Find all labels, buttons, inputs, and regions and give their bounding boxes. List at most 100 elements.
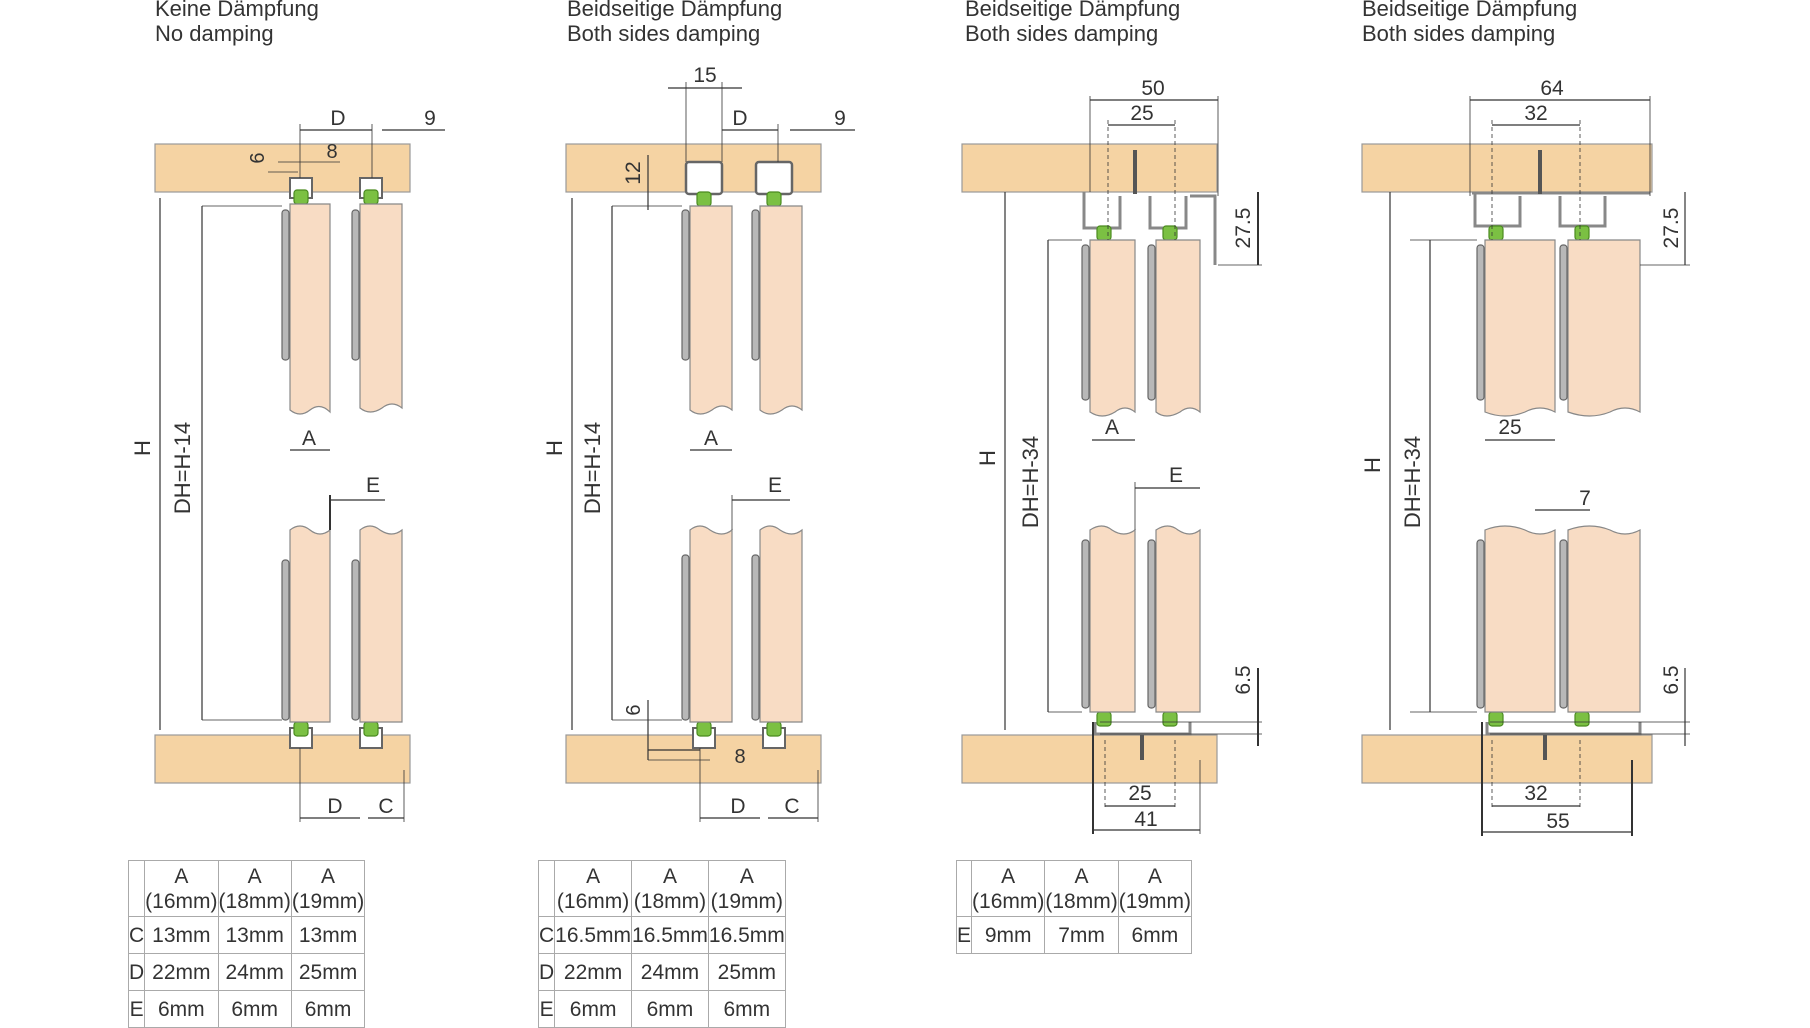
dim-dh: DH=H-14 [580, 422, 605, 514]
side-profile [351, 209, 360, 361]
dim-6-5: 6.5 [1660, 665, 1683, 694]
table-cell: 24mm [631, 953, 709, 991]
top-board [961, 143, 1218, 193]
table-header: A(18mm) [1044, 860, 1119, 917]
table-row: E 6mm 6mm 6mm [537, 990, 786, 1028]
side-profile [751, 209, 760, 361]
side-profile [1081, 244, 1090, 401]
table-cell: 7mm [1044, 916, 1119, 954]
table-row: C 16.5mm 16.5mm 16.5mm [537, 916, 786, 954]
heading-english: No damping [155, 21, 274, 46]
heading-german: Keine Dämpfung [155, 0, 319, 21]
dim-6-5: 6.5 [1232, 665, 1255, 694]
dim-dh: DH=H-34 [1018, 436, 1043, 528]
roller [1574, 711, 1590, 727]
table-cell: 16.5mm [554, 916, 633, 954]
row-label: C [127, 916, 146, 954]
dim-h: H [1360, 457, 1385, 473]
side-profile [351, 559, 360, 721]
dim-e: E [366, 474, 380, 497]
table-header: A(16mm) [144, 860, 219, 917]
roller [1488, 225, 1504, 241]
door-right-lower [359, 525, 403, 723]
table-header: A(16mm) [971, 860, 1046, 917]
dim-41: 41 [1134, 808, 1157, 831]
dim-8: 8 [326, 141, 337, 163]
dim-e: E [768, 474, 782, 497]
roller [1574, 225, 1590, 241]
dim-7: 7 [1579, 487, 1591, 510]
side-profile [1559, 244, 1568, 401]
diagram-both-sides-damping-3: 64 32 27.5 H DH=H-34 25 7 6.5 32 55 [1360, 77, 1690, 836]
door-right-upper [1567, 239, 1641, 417]
table-cell: 6mm [217, 990, 292, 1028]
top-board [1361, 143, 1653, 193]
dim-a: A [302, 427, 316, 450]
bottom-board [961, 734, 1218, 784]
door-right-lower [759, 525, 803, 723]
dim-h: H [130, 440, 155, 456]
table-header: A(18mm) [217, 860, 292, 917]
dim-8: 8 [734, 746, 745, 768]
row-label: D [127, 953, 146, 991]
side-profile [751, 554, 760, 721]
door-right-lower [1567, 525, 1641, 713]
dim-d-top: D [330, 107, 345, 130]
table-cell: 22mm [554, 953, 633, 991]
dim-6: 6 [247, 152, 269, 163]
table-row: D 22mm 24mm 25mm [127, 953, 366, 991]
dim-h: H [542, 440, 567, 456]
bottom-board [1361, 734, 1653, 784]
side-profile [1147, 244, 1156, 401]
dim-50: 50 [1141, 77, 1164, 100]
bottom-track [1485, 722, 1642, 736]
panel-heading: Beidseitige Dämpfung Both sides damping [567, 0, 782, 46]
dim-27-5: 27.5 [1232, 208, 1255, 249]
dim-6: 6 [623, 704, 645, 715]
table-cell: 22mm [144, 953, 219, 991]
table-header: A(19mm) [1117, 860, 1193, 917]
dim-c: C [378, 795, 393, 818]
door-right-lower [1155, 525, 1201, 713]
table-corner [955, 860, 973, 917]
heading-english: Both sides damping [965, 21, 1159, 46]
table-header: A(16mm) [554, 860, 633, 917]
table-cell: 6mm [290, 990, 366, 1028]
door-right-upper [359, 203, 403, 413]
dim-c: C [784, 795, 799, 818]
spec-table-both-sides-damping-2: A(16mm) A(18mm) A(19mm) E 9mm 7mm 6mm [955, 860, 1193, 954]
table-header: A(19mm) [707, 860, 786, 917]
panel-heading: Beidseitige Dämpfung Both sides damping [965, 0, 1180, 46]
dim-e: E [1169, 464, 1183, 487]
dim-d-bottom: D [730, 795, 745, 818]
dim-55: 55 [1546, 810, 1569, 833]
table-cell: 24mm [217, 953, 292, 991]
spec-table-no-damping: A(16mm) A(18mm) A(19mm) C 13mm 13mm 13mm… [127, 860, 366, 1028]
table-cell: 25mm [707, 953, 786, 991]
top-track [1473, 192, 1607, 228]
table-cell: 13mm [290, 916, 366, 954]
table-cell: 13mm [217, 916, 292, 954]
dim-12: 12 [622, 161, 645, 184]
side-profile [281, 209, 290, 361]
heading-english: Both sides damping [1362, 21, 1556, 46]
row-label: D [537, 953, 556, 991]
side-profile [1476, 244, 1485, 401]
dim-64: 64 [1540, 77, 1564, 100]
side-profile [1476, 539, 1485, 709]
diagram-both-sides-damping-1: 15 D 9 12 H DH=H-14 A E 6 8 D C [542, 64, 855, 822]
spec-table-both-sides-damping-1: A(16mm) A(18mm) A(19mm) C 16.5mm 16.5mm … [537, 860, 786, 1028]
dim-32-top: 32 [1524, 102, 1547, 125]
dim-dh: DH=H-14 [170, 422, 195, 514]
door-left-lower [1089, 525, 1136, 713]
side-profile [681, 554, 690, 721]
heading-german: Beidseitige Dämpfung [965, 0, 1181, 21]
panel-heading: Keine Dämpfung No damping [155, 0, 319, 46]
table-cell: 16.5mm [631, 916, 709, 954]
dim-9: 9 [424, 107, 436, 130]
dim-h: H [975, 450, 1000, 466]
side-profile [1081, 539, 1090, 709]
table-row: E 6mm 6mm 6mm [127, 990, 366, 1028]
dim-25: 25 [1498, 416, 1521, 439]
table-cell: 9mm [971, 916, 1046, 954]
